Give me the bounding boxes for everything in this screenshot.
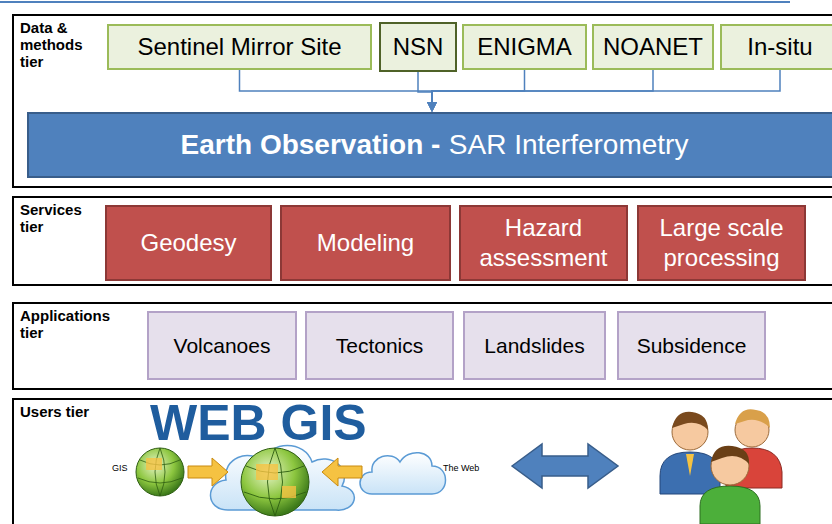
data-source-box: NSN [379,22,457,72]
method-bar: Earth Observation -SAR Interferometry [27,112,832,178]
box-label: NSN [393,33,444,61]
application-box: Subsidence [617,311,766,380]
tier-heading: Data & methods tier [20,19,105,70]
box-label: Large scale processing [645,213,798,273]
box-label: Modeling [317,228,414,258]
box-label: Sentinel Mirror Site [137,33,341,61]
merge-connector [418,72,432,111]
tier-panel: Users tier [12,398,832,524]
service-box: Large scale processing [637,205,806,281]
merge-connector [432,70,780,111]
data-source-box: In-situ [720,24,832,70]
merge-connector [240,70,433,111]
application-box: Landslides [463,311,606,380]
box-label: ENIGMA [477,33,572,61]
data-source-box: NOANET [592,24,714,70]
title-graphic: WEB GIS [150,398,367,448]
box-label: Landslides [484,334,584,358]
icon-caption: GIS [112,464,128,473]
box-label: Tectonics [336,334,424,358]
data-source-box: Sentinel Mirror Site [107,24,372,70]
tier-heading: Services tier [20,201,105,235]
tier-heading: Applications tier [20,307,130,341]
top-rule [0,1,790,3]
box-label: Volcanoes [174,334,271,358]
tier-panel: Services tierGeodesy Modeling Hazard asses… [12,196,832,286]
box-label: SAR Interferometry [449,129,689,161]
double-arrow [512,444,618,488]
application-box: Tectonics [305,311,454,380]
box-label: Geodesy [140,228,236,258]
tier-heading: Users tier [20,403,105,420]
box-label: In-situ [747,33,812,61]
tier-panel: Data & methods tier Sentinel Mirror Site N… [12,14,832,188]
icon-caption: The Web [443,464,479,473]
web-gis-illustration [136,446,446,517]
users-icon [660,409,782,524]
box-label: Subsidence [637,334,747,358]
box-label: Hazard assessment [467,213,620,273]
service-box: Geodesy [105,205,272,281]
data-source-box: ENIGMA [462,24,587,70]
application-box: Volcanoes [147,311,297,380]
tier-panel: Applications tierVolcanoes Tectonics Lands… [12,302,832,390]
service-box: Hazard assessment [459,205,628,281]
box-label: NOANET [603,33,703,61]
service-box: Modeling [280,205,451,281]
box-label: Earth Observation - [181,129,441,161]
